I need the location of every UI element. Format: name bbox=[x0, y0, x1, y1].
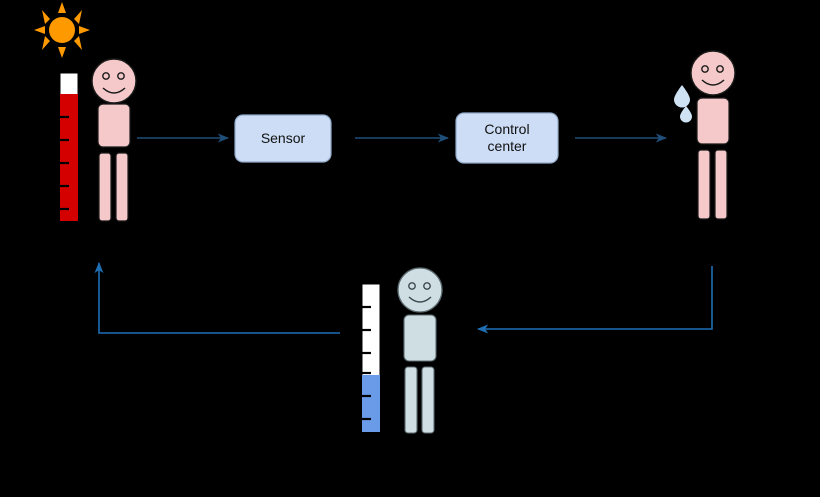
control-center-box[interactable] bbox=[455, 112, 559, 164]
thermometer-hot bbox=[59, 72, 79, 222]
figure-sweating-person bbox=[674, 50, 736, 220]
thermometer-cool bbox=[361, 283, 381, 433]
arrow-cooled-feedback-up bbox=[94, 261, 340, 334]
arrow-effector-feedback-down bbox=[476, 266, 713, 334]
figure-hot-person bbox=[91, 58, 137, 222]
thermometer-hot-ticks bbox=[60, 115, 69, 211]
thermometer-cool-ticks bbox=[362, 305, 371, 421]
figure-cooled-person bbox=[397, 267, 443, 434]
sun-icon bbox=[34, 2, 90, 58]
sweat-drop-icon bbox=[674, 85, 692, 123]
sensor-box[interactable] bbox=[234, 114, 332, 163]
